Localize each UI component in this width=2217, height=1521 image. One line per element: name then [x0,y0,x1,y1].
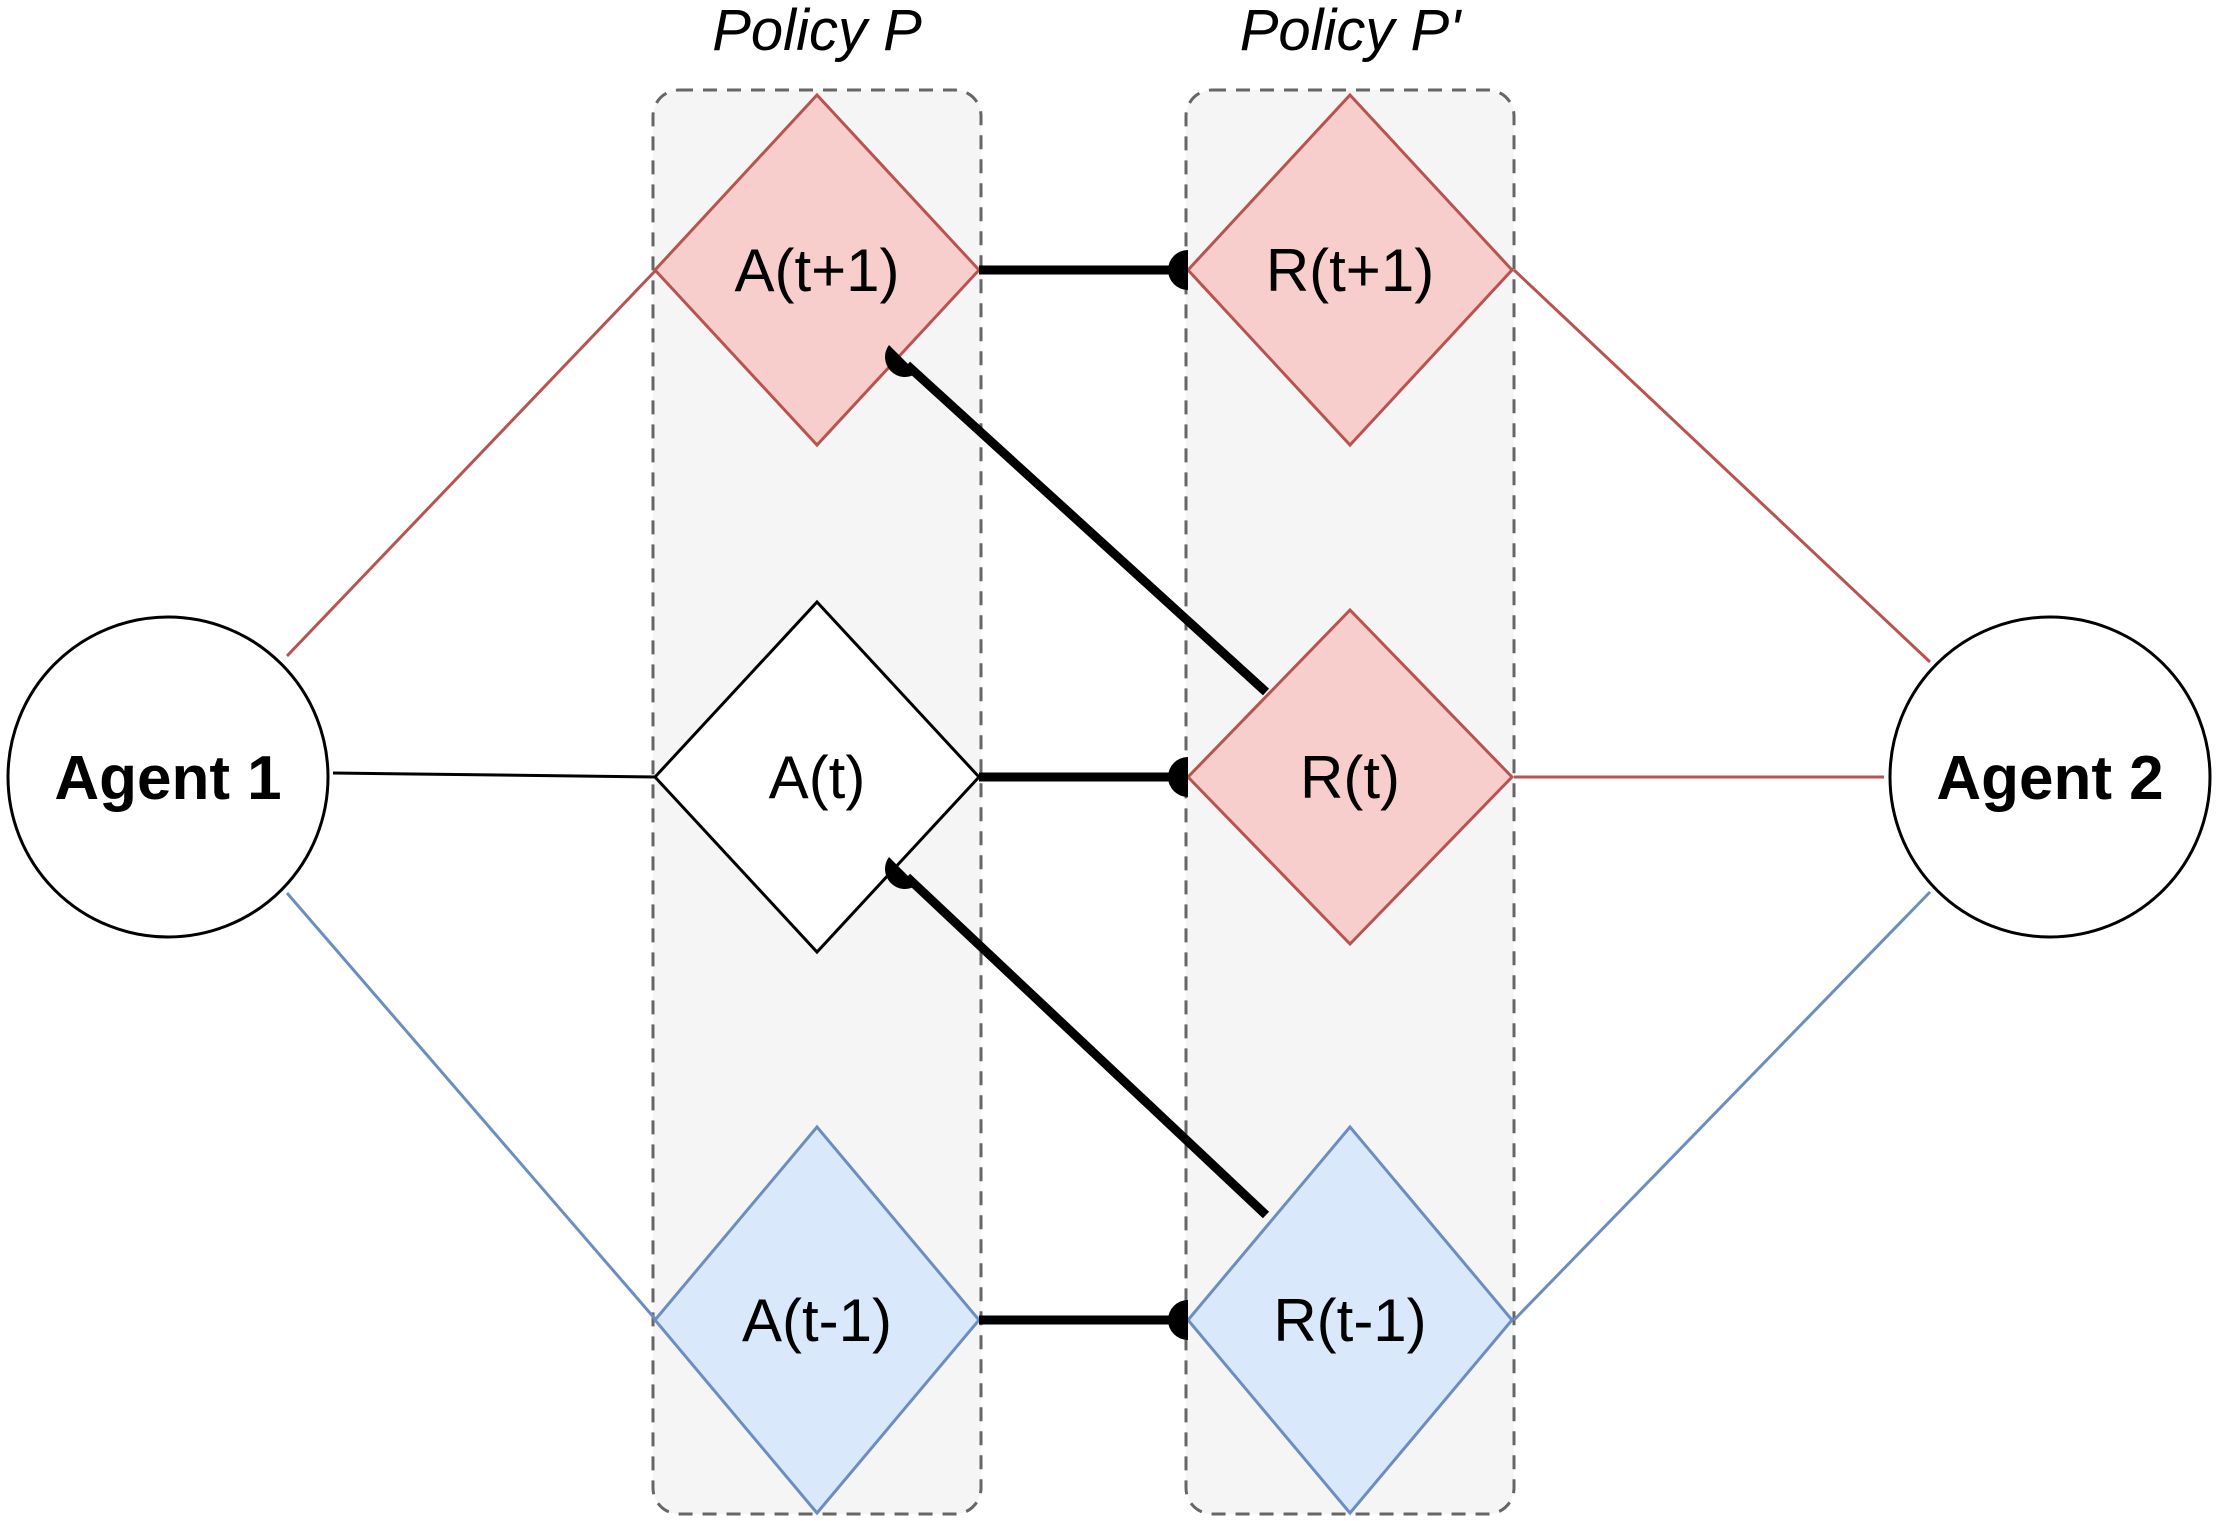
r-tm1-label: R(t-1) [1273,1287,1426,1354]
diamond-r-tm1 [1186,1124,1514,1516]
r-t-label: R(t) [1300,744,1400,811]
agent2-label: Agent 2 [1936,744,2163,813]
a-t1-label: A(t+1) [734,237,899,304]
ball-end-r-tm1 [1168,1300,1188,1340]
link-r-t-a-t1 [903,361,1270,696]
ball-end-r-t1 [1168,250,1188,290]
diamond-a-t [652,599,982,955]
link-r-tm1-a-t [903,873,1270,1219]
diamond-a-tm1 [653,1124,981,1516]
agent1-to-a-t1-edge [285,268,658,658]
agent2-node [1888,615,2212,939]
a-t-label: A(t) [769,744,866,811]
policy-p-prime-title: Policy P' [1240,0,1463,63]
diamond-r-t [1185,607,1515,947]
agent2-to-r-tm1-edge [1512,890,1932,1322]
a-tm1-label: A(t-1) [742,1287,892,1354]
r-t1-label: R(t+1) [1266,237,1434,304]
agent1-label: Agent 1 [54,744,281,813]
ball-end-a-t [885,857,917,889]
agent2-to-r-t1-edge [1512,268,1932,664]
agent1-node [6,615,330,939]
ball-end-a-t1 [885,345,917,378]
diamond-r-t1 [1185,92,1515,448]
policy-p-title: Policy P [712,0,922,63]
agent1-to-a-t-edge [332,771,657,779]
ball-end-r-t [1168,757,1188,797]
agent1-to-a-tm1-edge [285,892,658,1321]
